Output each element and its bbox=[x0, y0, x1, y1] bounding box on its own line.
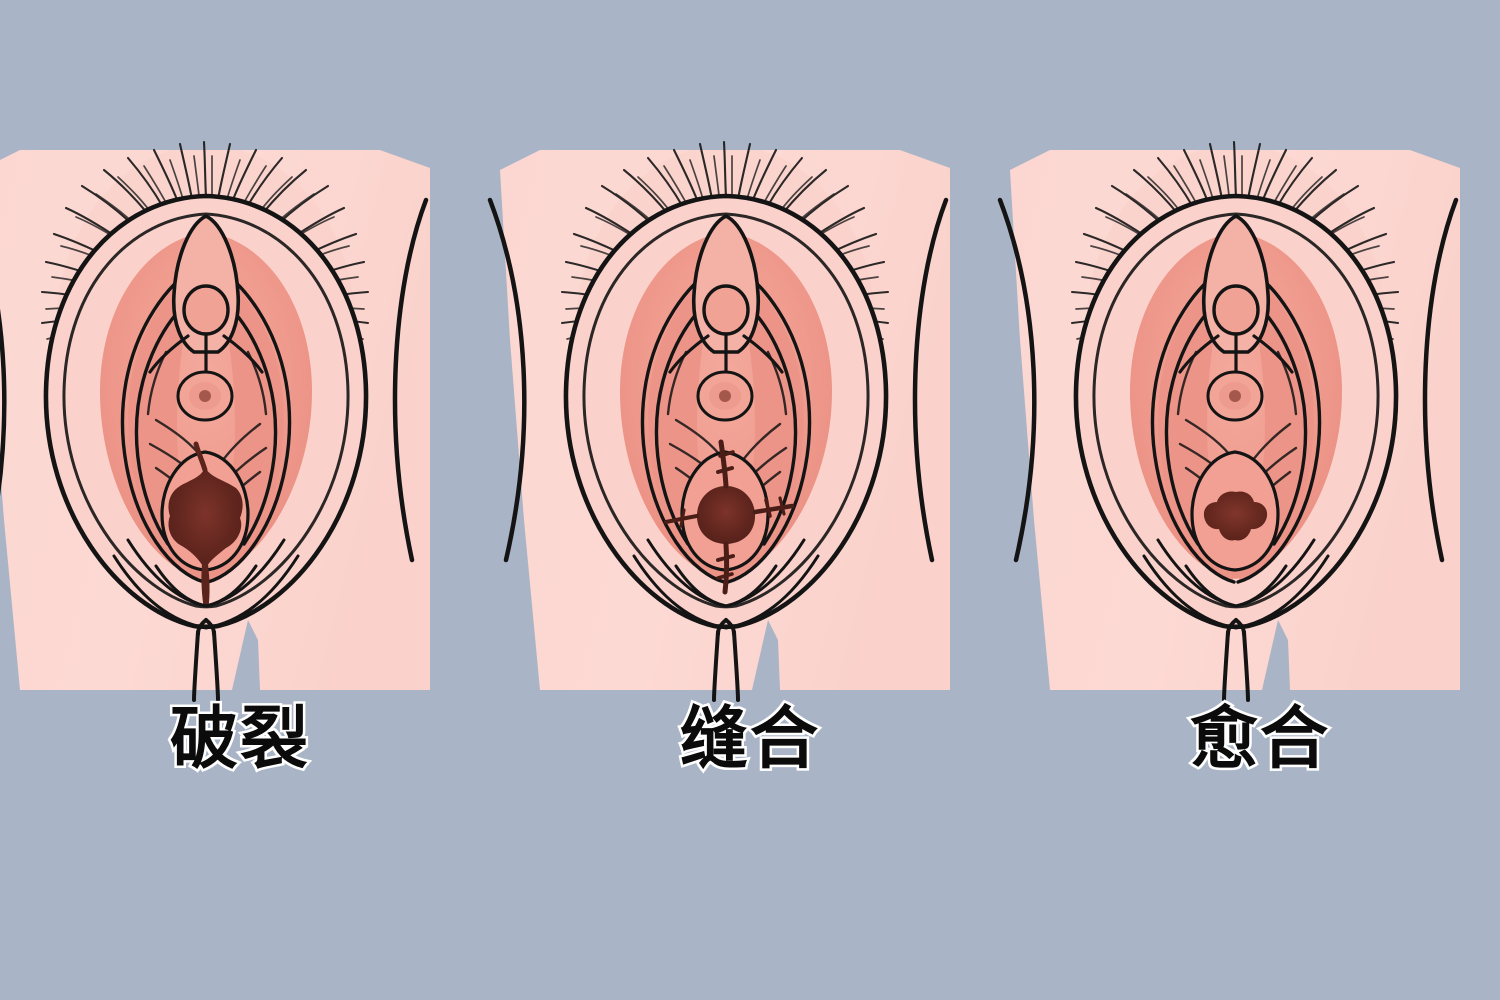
left-thigh-crease bbox=[997, 197, 1037, 563]
left-thigh-crease bbox=[0, 309, 7, 496]
urethral-opening bbox=[696, 370, 754, 422]
glans-clitoris bbox=[182, 284, 230, 336]
perineal-raphe bbox=[192, 618, 220, 702]
label-panel-suture: 缝合 bbox=[500, 698, 1000, 782]
perineum-folds bbox=[632, 538, 820, 630]
panel-rupture bbox=[0, 0, 460, 1000]
glans-clitoris bbox=[702, 284, 750, 336]
vaginal-opening-sutured bbox=[696, 486, 756, 544]
labia-minora-outlines bbox=[120, 264, 292, 584]
perineal-raphe bbox=[712, 618, 740, 702]
left-thigh-crease bbox=[487, 197, 527, 563]
vaginal-opening-rupture bbox=[168, 441, 243, 607]
right-thigh-crease bbox=[912, 197, 949, 563]
label-healed-text: 愈合 bbox=[1187, 698, 1330, 782]
perineum-folds bbox=[1142, 538, 1330, 630]
perineum-folds bbox=[112, 538, 300, 630]
panel-healed bbox=[990, 0, 1490, 1000]
perineal-raphe bbox=[1222, 618, 1250, 702]
label-panel-rupture: 破裂 bbox=[0, 698, 490, 782]
label-suture-text: 缝合 bbox=[677, 698, 820, 782]
label-rupture-text: 破裂 bbox=[167, 698, 310, 782]
label-panel-healed: 愈合 bbox=[1010, 698, 1500, 782]
urethral-opening bbox=[1206, 370, 1264, 422]
labia-minora-outlines bbox=[640, 264, 812, 584]
labia-minora-outlines bbox=[1150, 264, 1322, 584]
urethral-opening bbox=[176, 370, 234, 422]
suture-stitches bbox=[664, 439, 795, 595]
vaginal-opening-healed bbox=[1203, 491, 1268, 541]
glans-clitoris bbox=[1212, 284, 1260, 336]
right-thigh-crease bbox=[1422, 197, 1459, 563]
right-thigh-crease bbox=[392, 197, 429, 563]
panel-suture bbox=[480, 0, 980, 1000]
